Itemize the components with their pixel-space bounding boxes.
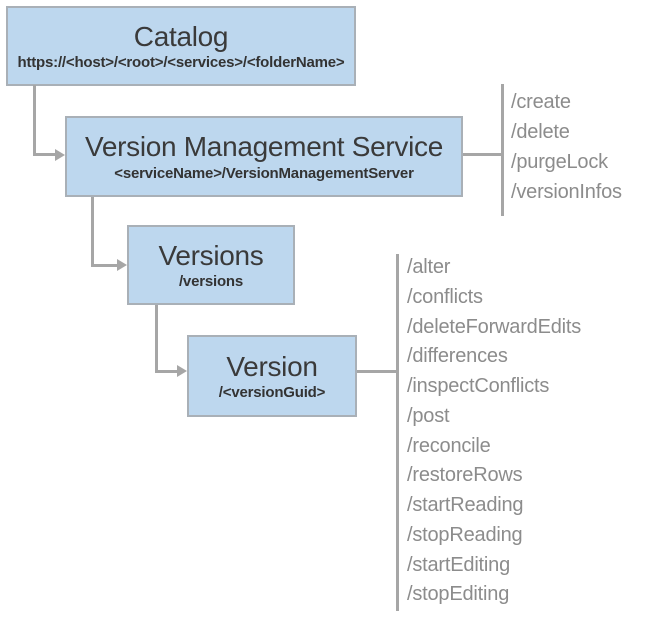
operation-item: /stopEditing (407, 583, 510, 606)
operation-item: /conflicts (407, 285, 483, 308)
connector-version-ops-horizontal (357, 370, 397, 373)
node-versions-title: Versions (158, 239, 264, 271)
operation-item: /inspectConflicts (407, 375, 550, 397)
operation-item: /startEditing (407, 553, 511, 576)
connector-vms-versions-vertical (91, 197, 94, 267)
operation-item: /alter (407, 256, 451, 278)
arrow-right-icon (117, 259, 127, 271)
node-catalog-subtitle: https://<host>/<root>/<services>/<folder… (17, 54, 345, 72)
operation-item: /delete (511, 121, 570, 143)
node-vms-title: Version Management Service (85, 131, 443, 163)
node-catalog: Catalog https://<host>/<root>/<services>… (6, 6, 356, 86)
node-version-title: Version (226, 350, 318, 382)
connector-catalog-vms-horizontal (33, 153, 55, 156)
operation-item: /purgeLock (511, 151, 608, 173)
operation-item: /post (407, 404, 450, 427)
node-catalog-title: Catalog (133, 20, 229, 52)
node-version-management-service: Version Management Service <serviceName>… (65, 116, 463, 197)
arrow-right-icon (55, 149, 65, 161)
operation-item: /differences (407, 345, 508, 368)
operation-item: /create (511, 91, 571, 113)
operations-list-version: /alter /conflicts /deleteForwardEdits /d… (407, 253, 581, 610)
operation-item: /startReading (407, 494, 524, 516)
node-versions-subtitle: /versions (178, 273, 244, 291)
node-versions: Versions /versions (127, 225, 295, 305)
connector-version-ops-bracket (396, 254, 399, 611)
connector-catalog-vms-vertical (33, 85, 36, 156)
arrow-right-icon (177, 365, 187, 377)
operation-item: /restoreRows (407, 464, 523, 487)
operation-item: /versionInfos (511, 181, 622, 203)
node-version: Version /<versionGuid> (187, 335, 357, 417)
connector-versions-version-horizontal (155, 370, 178, 373)
connector-vms-ops-bracket (501, 84, 504, 216)
node-vms-subtitle: <serviceName>/VersionManagementServer (114, 164, 414, 182)
operations-list-vms: /create /delete /purgeLock /versionInfos (511, 87, 622, 207)
operation-item: /reconcile (407, 434, 491, 457)
connector-versions-version-vertical (155, 305, 158, 373)
connector-vms-ops-horizontal (463, 153, 502, 156)
connector-vms-versions-horizontal (91, 264, 118, 267)
operation-item: /stopReading (407, 523, 523, 546)
operation-item: /deleteForwardEdits (407, 315, 582, 338)
node-version-subtitle: /<versionGuid> (218, 384, 326, 402)
